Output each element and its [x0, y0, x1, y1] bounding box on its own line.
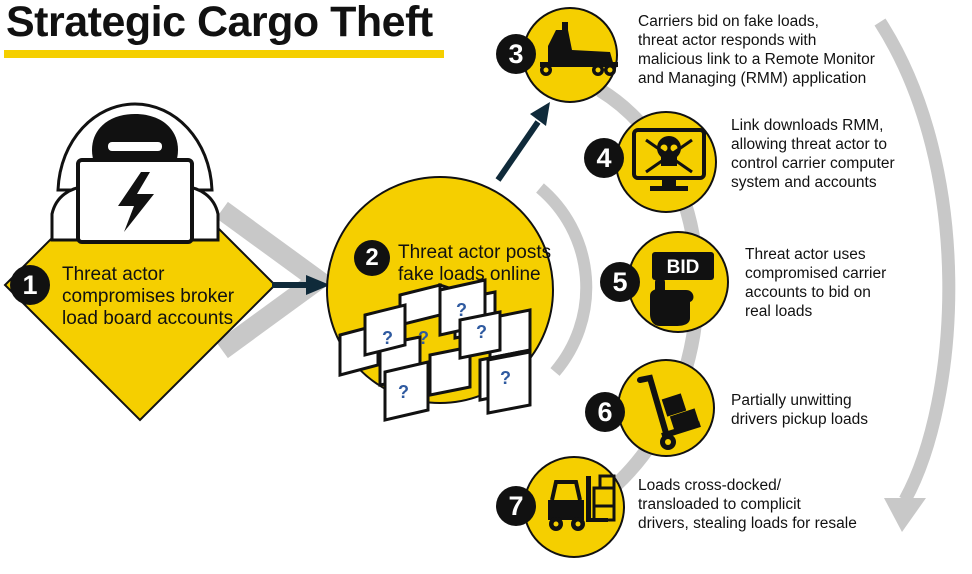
- step-1-line-2: compromises broker: [62, 286, 235, 307]
- forklift-icon: [548, 474, 616, 531]
- gray-outer-return-arc: [874, 18, 956, 504]
- step-5-line-2: compromised carrier: [745, 265, 887, 282]
- arrowhead-2-to-3: [530, 102, 550, 126]
- title-underline: [4, 50, 444, 58]
- step-4-line-2: allowing threat actor to: [731, 136, 887, 153]
- step-3-line-2: threat actor responds with: [638, 32, 817, 49]
- step-2-line-2: fake loads online: [398, 264, 541, 285]
- mystery-boxes-icon: [338, 278, 532, 422]
- step-6-line-1: Partially unwitting: [731, 392, 852, 409]
- step-5-line-3: accounts to bid on: [745, 284, 871, 301]
- svg-text:?: ?: [418, 328, 429, 348]
- step-3-text: Carriers bid on fake loads, threat actor…: [638, 12, 875, 88]
- page-title: Strategic Cargo Theft: [6, 0, 433, 46]
- step-7-number: 7: [496, 486, 536, 526]
- mystery-box-question-marks: ??? ???: [382, 300, 511, 402]
- svg-text:?: ?: [456, 300, 467, 320]
- gray-outer-arrowhead: [884, 498, 926, 532]
- arrow-2-to-3: [495, 120, 541, 182]
- step-2-line-1: Threat actor posts: [398, 242, 552, 263]
- step-6-line-2: drivers pickup loads: [731, 411, 868, 428]
- step-7-text: Loads cross-docked/ transloaded to compl…: [638, 476, 857, 533]
- step-4-line-3: control carrier computer: [731, 155, 895, 172]
- step-6-number: 6: [585, 392, 625, 432]
- svg-text:?: ?: [500, 368, 511, 388]
- step-1-line-3: load board accounts: [62, 308, 234, 329]
- step-6-text: Partially unwitting drivers pickup loads: [731, 391, 868, 429]
- step-3-line-1: Carriers bid on fake loads,: [638, 13, 819, 30]
- step-4-line-4: system and accounts: [731, 174, 877, 191]
- svg-text:?: ?: [476, 322, 487, 342]
- step-4-text: Link downloads RMM, allowing threat acto…: [731, 116, 895, 192]
- step-2-number: 2: [354, 240, 390, 276]
- bid-sign-text: BID: [667, 257, 700, 278]
- step-5-number: 5: [600, 262, 640, 302]
- truck-icon: [540, 22, 618, 76]
- bid-hand-icon: BID: [650, 252, 714, 326]
- hacker-laptop-icon: [50, 102, 220, 244]
- skull-monitor-icon: [632, 128, 706, 191]
- step-3-line-4: and Managing (RMM) application: [638, 70, 867, 87]
- step-1-text: Threat actor compromises broker load boa…: [62, 264, 234, 330]
- step-2-text: Threat actor posts fake loads online: [398, 242, 551, 286]
- arrowhead-1-to-2: [306, 275, 330, 295]
- step-4-number: 4: [584, 138, 624, 178]
- step-3-line-3: malicious link to a Remote Monitor: [638, 51, 875, 68]
- step-5-text: Threat actor uses compromised carrier ac…: [745, 245, 886, 321]
- step-7-line-3: drivers, stealing loads for resale: [638, 515, 857, 532]
- step-1-line-1: Threat actor: [62, 264, 165, 285]
- svg-text:?: ?: [382, 328, 393, 348]
- step-7-line-1: Loads cross-docked/: [638, 477, 782, 494]
- step-3-number: 3: [496, 34, 536, 74]
- step-5-line-4: real loads: [745, 303, 813, 320]
- step-4-line-1: Link downloads RMM,: [731, 117, 884, 134]
- gray-arc-around-step-2: [536, 183, 593, 376]
- step-5-line-1: Threat actor uses: [745, 246, 866, 263]
- step-7-line-2: transloaded to complicit: [638, 496, 801, 513]
- svg-text:?: ?: [398, 382, 409, 402]
- step-1-number: 1: [10, 265, 50, 305]
- hand-truck-icon: [637, 374, 701, 450]
